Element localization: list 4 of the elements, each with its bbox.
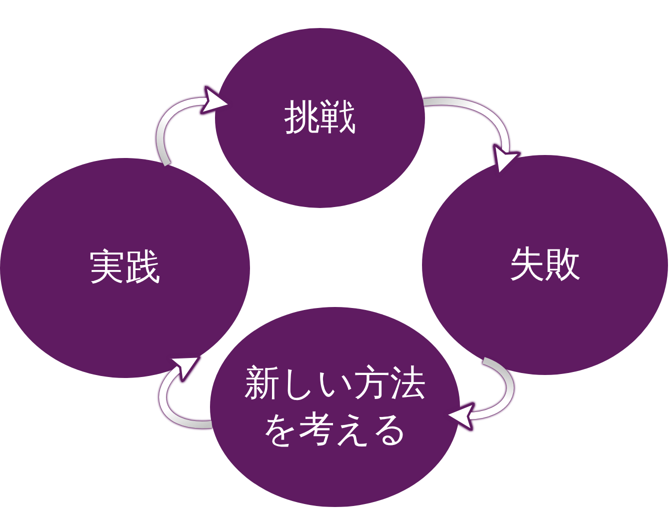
node-label: 新しい方法を考える xyxy=(243,362,427,452)
node-label: 実践 xyxy=(88,246,162,290)
node-label: 挑戦 xyxy=(283,96,357,140)
node-label: 失敗 xyxy=(508,243,582,287)
